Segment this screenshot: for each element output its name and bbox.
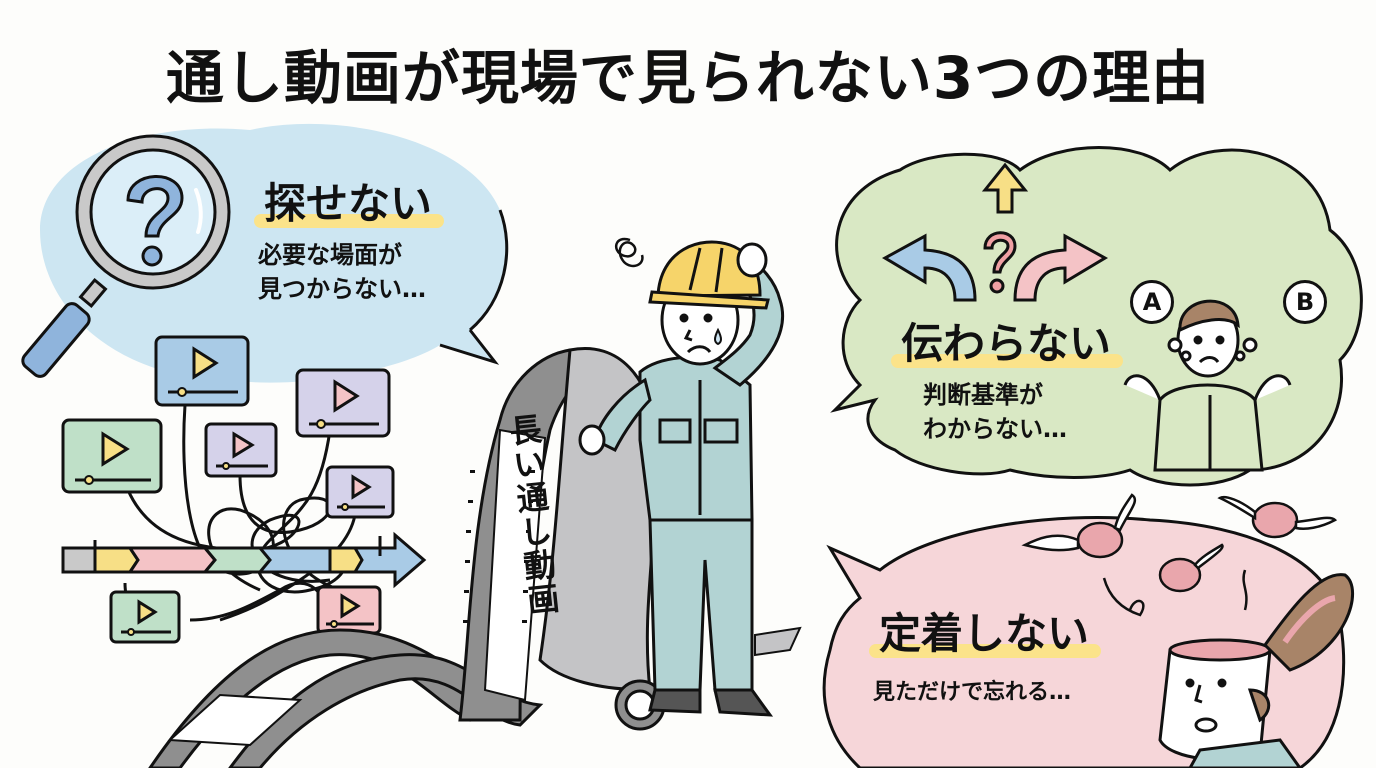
video-thumbnail <box>295 368 391 438</box>
video-thumbnail <box>325 465 395 519</box>
magnifier-question-icon <box>21 134 231 378</box>
video-thumbnail <box>204 422 278 478</box>
undecided-person <box>1123 299 1292 472</box>
reason-heading: 探せない <box>253 178 445 230</box>
reason-heading: 伝わらない <box>890 318 1124 370</box>
reason-heading: 定着しない <box>868 608 1102 660</box>
video-thumbnail <box>109 590 181 644</box>
reason-convey: 伝わらない 判断基準が わからない… <box>890 318 1124 446</box>
video-thumbnail <box>154 335 250 407</box>
timeline-arrow <box>61 531 427 589</box>
reason-description: 必要な場面が 見つからない… <box>258 241 426 303</box>
reason-retain: 定着しない 見ただけで忘れる… <box>868 608 1102 710</box>
page-title: 通し動画が現場で見られない3つの理由 <box>149 40 1227 116</box>
video-thumbnail <box>316 585 382 635</box>
reason-description: 見ただけで忘れる… <box>873 680 1072 705</box>
video-thumbnails <box>61 335 395 644</box>
video-thumbnail <box>61 418 163 494</box>
branching-arrows-icon <box>881 162 1109 302</box>
open-head-person <box>1158 573 1355 768</box>
title-container: 通し動画が現場で見られない3つの理由 <box>0 40 1376 116</box>
reason-search: 探せない 必要な場面が 見つからない… <box>253 178 445 306</box>
flying-brain-icon <box>1021 493 1338 617</box>
confused-worker <box>578 237 785 717</box>
choice-b-bubble: B <box>1283 280 1327 324</box>
reason-description: 判断基準が わからない… <box>923 381 1067 443</box>
choice-a-bubble: A <box>1130 280 1174 324</box>
